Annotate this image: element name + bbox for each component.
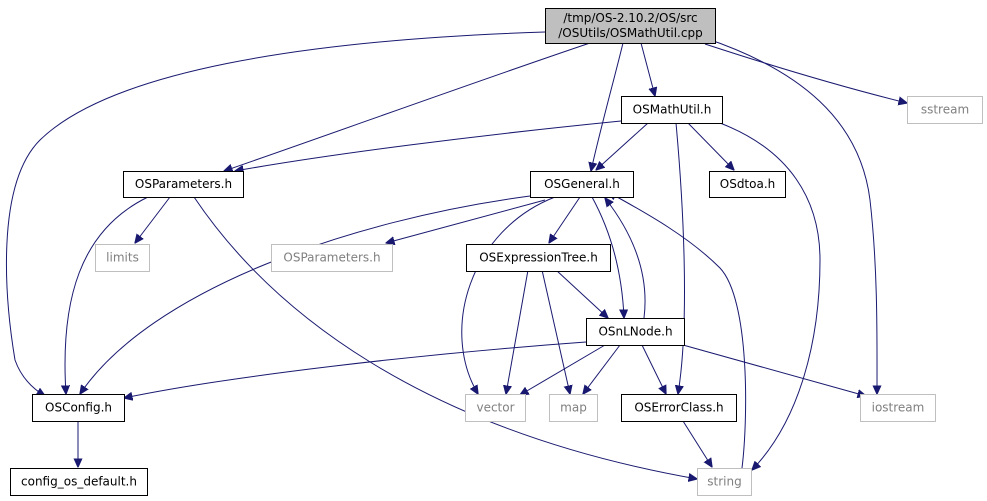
node-osparameters-h[interactable]: OSParameters.h — [123, 171, 244, 198]
node-box — [271, 244, 393, 272]
edge-root-to-sstream — [704, 43, 907, 103]
node-osnlnode-h[interactable]: OSnLNode.h — [586, 318, 685, 346]
node-label: sstream — [921, 103, 969, 117]
node-label: /OSUtils/OSMathUtil.cpp — [558, 26, 702, 40]
node-label: OSMathUtil.h — [633, 103, 712, 117]
node-box — [465, 394, 526, 422]
node-label: string — [707, 475, 741, 489]
edge-root-to-osconfig — [5, 31, 546, 396]
edge-osgeneral-to-osexpressiontree — [549, 196, 581, 243]
node-box — [697, 468, 752, 496]
nodes: /tmp/OS-2.10.2/OS/src/OSUtils/OSMathUtil… — [10, 8, 983, 496]
edge-osgeneral-to-osparameters-ext — [386, 199, 546, 243]
edge-osexpressiontree-to-map — [541, 269, 570, 394]
node-box — [860, 394, 936, 422]
edge-string-to-osgeneral — [608, 192, 747, 469]
edge-root-to-osgeneral — [591, 42, 624, 171]
node-box — [466, 244, 611, 272]
node-label: OSnLNode.h — [598, 325, 672, 339]
edge-osmathutil-to-oserrorclass — [676, 122, 685, 394]
node-label: OSParameters.h — [283, 251, 380, 265]
node-label: config_os_default.h — [21, 475, 137, 489]
node-root[interactable]: /tmp/OS-2.10.2/OS/src/OSUtils/OSMathUtil… — [545, 8, 716, 44]
node-label: OSGeneral.h — [544, 177, 620, 191]
edge-root-to-osparameters — [224, 42, 591, 171]
node-box — [530, 171, 634, 198]
node-box — [32, 394, 125, 422]
edge-osgeneral-to-osconfig — [80, 195, 531, 394]
node-label: limits — [106, 251, 139, 265]
edge-root-to-iostream — [704, 37, 877, 394]
node-limits: limits — [95, 244, 150, 272]
edges — [5, 31, 907, 479]
edge-osnlnode-to-osgeneral — [605, 198, 646, 319]
node-box — [545, 8, 716, 44]
edge-osmathutil-to-string — [719, 122, 821, 470]
node-box — [10, 468, 148, 496]
node-vector: vector — [465, 394, 526, 422]
edge-osgeneral-to-osnlnode — [591, 196, 624, 318]
node-label: OSErrorClass.h — [634, 401, 723, 415]
node-osconfig-h[interactable]: OSConfig.h — [32, 394, 125, 422]
node-box — [621, 96, 723, 124]
edge-osnlnode-to-oserrorclass — [641, 344, 666, 394]
edge-osmathutil-to-osgeneral — [596, 122, 649, 170]
edge-osnlnode-to-vector — [520, 344, 606, 395]
edge-osmathutil-to-osdtoa — [687, 122, 734, 170]
node-osmathutil-h[interactable]: OSMathUtil.h — [621, 96, 723, 124]
node-label: OSConfig.h — [45, 401, 112, 415]
edge-osparameters-to-limits — [135, 196, 171, 243]
node-label: /tmp/OS-2.10.2/OS/src — [563, 11, 697, 25]
node-box — [586, 318, 685, 346]
node-label: map — [560, 401, 587, 415]
node-label: OSExpressionTree.h — [479, 251, 598, 265]
edge-osnlnode-to-iostream — [682, 344, 866, 396]
node-osdtoa-h[interactable]: OSdtoa.h — [709, 171, 786, 198]
edge-osnlnode-to-map — [583, 344, 621, 394]
node-label: iostream — [872, 401, 925, 415]
node-osgeneral-h[interactable]: OSGeneral.h — [530, 171, 634, 198]
node-string: string — [697, 468, 752, 496]
node-osexpressiontree-h[interactable]: OSExpressionTree.h — [466, 244, 611, 272]
node-box — [123, 171, 244, 198]
node-box — [907, 96, 983, 124]
edge-osnlnode-to-osconfig — [124, 341, 587, 398]
node-sstream: sstream — [907, 96, 983, 124]
node-iostream: iostream — [860, 394, 936, 422]
node-box — [549, 394, 598, 422]
edge-osgeneral-to-vector — [461, 196, 556, 394]
edge-osparameters-to-osconfig — [65, 196, 149, 394]
edge-osexpressiontree-to-vector — [506, 269, 529, 394]
edge-osexpressiontree-to-osnlnode — [555, 269, 608, 318]
node-label: vector — [476, 401, 514, 415]
node-oserrorclass-h[interactable]: OSErrorClass.h — [621, 394, 737, 422]
node-box — [95, 244, 150, 272]
node-map: map — [549, 394, 598, 422]
node-osparameters-ext: OSParameters.h — [271, 244, 393, 272]
edge-osmathutil-to-osparameters — [235, 120, 622, 171]
node-label: OSdtoa.h — [720, 177, 776, 191]
node-label: OSParameters.h — [135, 177, 232, 191]
edge-root-to-osmathutil — [640, 42, 655, 96]
node-config-os-default-h[interactable]: config_os_default.h — [10, 468, 148, 496]
node-box — [709, 171, 786, 198]
node-box — [621, 394, 737, 422]
edge-oserrorclass-to-string — [682, 420, 712, 467]
